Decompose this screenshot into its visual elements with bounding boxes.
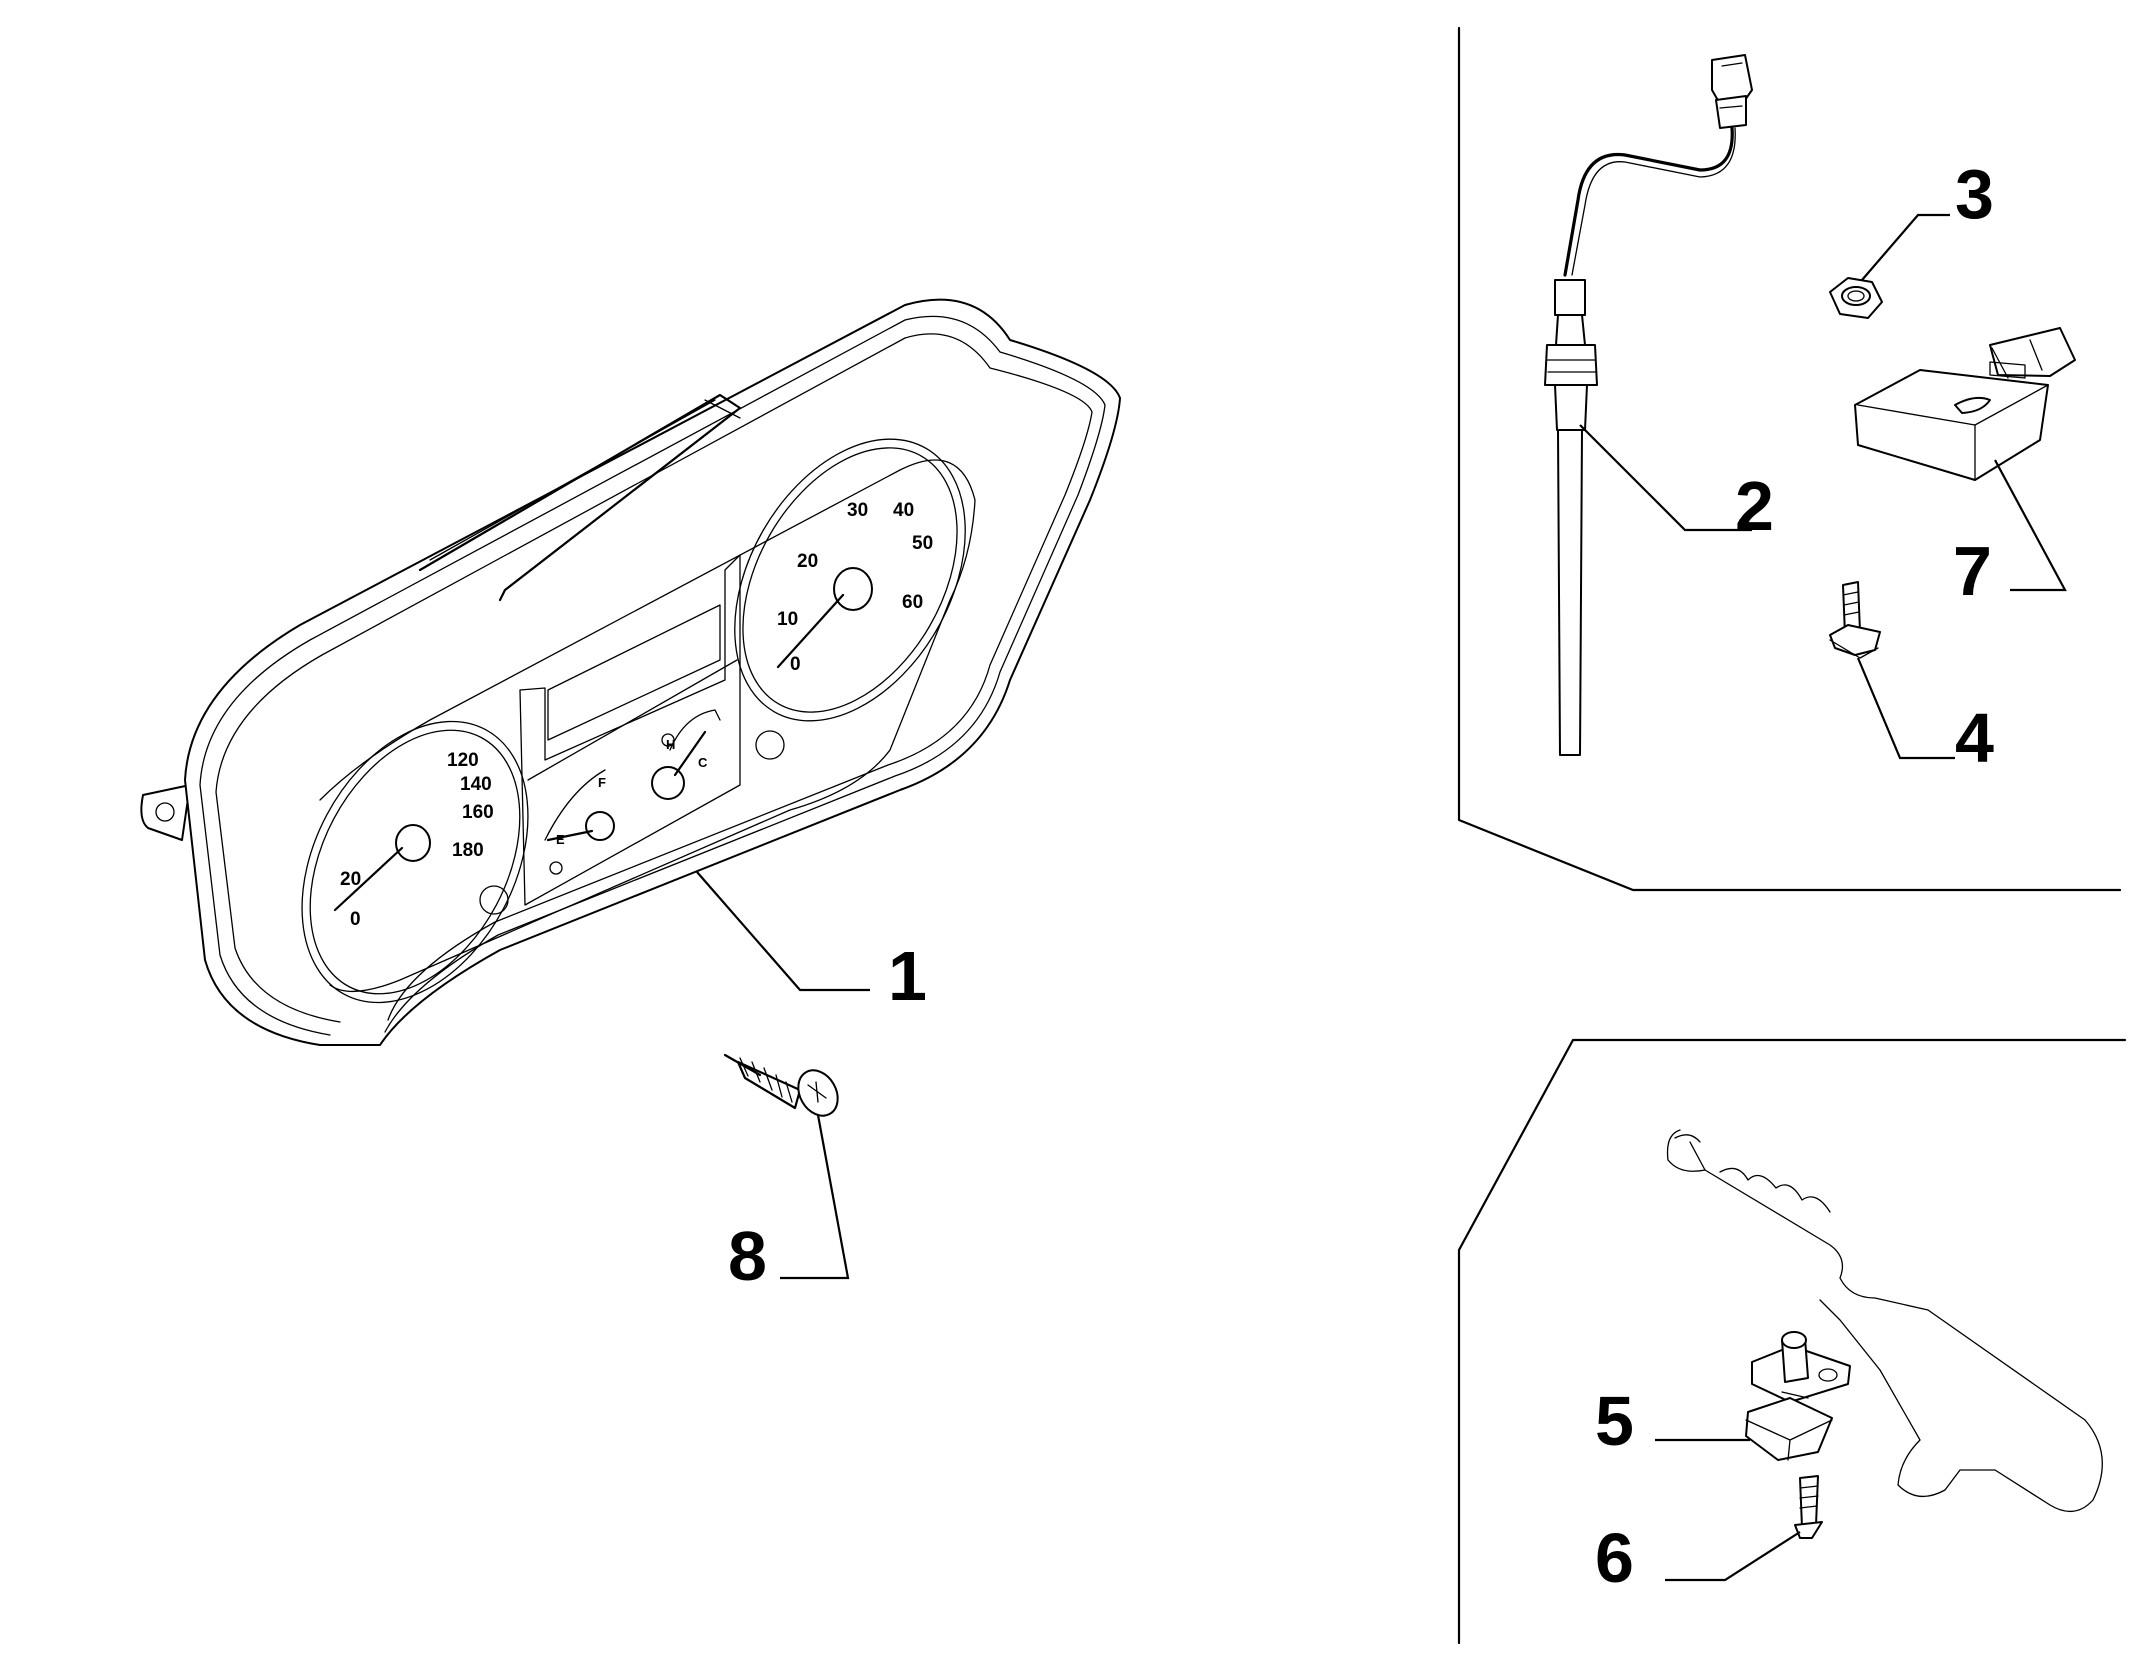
center-display: E F H C <box>519 554 741 906</box>
section-frame-upper-right <box>1457 26 2122 892</box>
fuel-gauge-full: F <box>598 775 606 790</box>
tachometer-tick-30: 30 <box>847 500 868 521</box>
section-frame-lower-right <box>1457 1038 2127 1645</box>
tachometer-tick-40: 40 <box>893 500 914 521</box>
temperature-gauge: H C <box>651 709 721 800</box>
speedometer-tick-20: 20 <box>340 869 361 890</box>
callout-8: 8 <box>728 1217 767 1295</box>
callout-6: 6 <box>1595 1519 1634 1597</box>
tachometer-tick-10: 10 <box>777 609 798 630</box>
bolt-part-6 <box>1794 1475 1823 1539</box>
callout-3: 3 <box>1955 155 1994 233</box>
tachometer-tick-50: 50 <box>912 533 933 554</box>
temperature-gauge-cold: C <box>698 755 708 770</box>
tachometer: 0 10 20 30 40 50 60 <box>734 438 966 760</box>
tachometer-tick-0: 0 <box>790 654 801 675</box>
temperature-gauge-hot: H <box>666 737 675 752</box>
leader-lines <box>696 213 2067 1582</box>
fuel-gauge: E F <box>544 769 615 875</box>
speedometer-tick-120: 120 <box>447 750 479 771</box>
speedometer-tick-140: 140 <box>460 774 492 795</box>
speedometer: 0 20 120 140 160 180 <box>301 720 529 1004</box>
handbrake-lever <box>1666 1129 2103 1512</box>
instrument-cluster: 0 20 120 140 160 180 E F <box>140 298 1121 1046</box>
callout-7: 7 <box>1953 532 1992 610</box>
callout-5: 5 <box>1595 1382 1634 1460</box>
sensor-part-2 <box>1544 54 1753 756</box>
tachometer-tick-60: 60 <box>902 592 923 613</box>
stud-clip-part-4 <box>1829 581 1881 659</box>
tachometer-tick-20: 20 <box>797 551 818 572</box>
speedometer-tick-0: 0 <box>350 909 361 930</box>
callout-1: 1 <box>888 937 927 1015</box>
bracket-part-5 <box>1745 1331 1851 1461</box>
callout-2: 2 <box>1735 467 1774 545</box>
nut-part-3 <box>1829 277 1883 319</box>
fuel-gauge-empty: E <box>556 832 565 847</box>
screw-part-8 <box>723 1053 839 1117</box>
speedometer-tick-160: 160 <box>462 802 494 823</box>
callout-4: 4 <box>1955 699 1994 777</box>
module-part-7 <box>1854 327 2076 481</box>
speedometer-tick-180: 180 <box>452 840 484 861</box>
